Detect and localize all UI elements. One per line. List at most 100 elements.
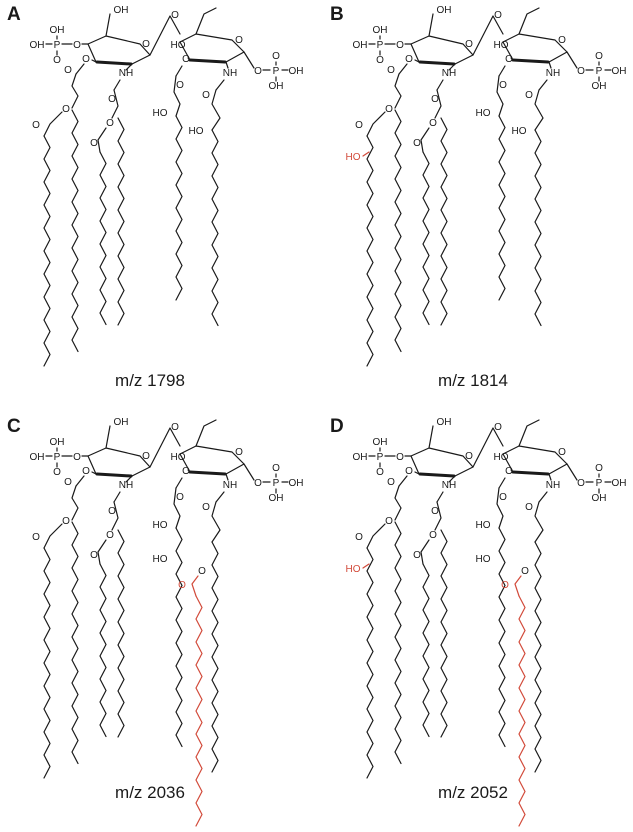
phosphorus-left: P	[54, 452, 61, 463]
phosphate-bonds-right	[243, 51, 289, 82]
ester-link-1	[75, 59, 97, 75]
ester-link-1	[398, 471, 420, 487]
phosphate-o-label: O	[53, 467, 61, 478]
acyloxy-o: O	[429, 118, 437, 129]
glycosidic-bond	[472, 427, 504, 468]
ring-oxygen-right: O	[558, 447, 566, 458]
glycosidic-bond	[149, 15, 181, 56]
acyl-chain-2	[440, 529, 448, 738]
ring-bold-edge	[418, 60, 456, 66]
phosphate-bonds-left	[45, 35, 89, 56]
phosphate-bonds-right	[243, 463, 289, 494]
carbonyl-o: O	[202, 502, 210, 513]
glycosidic-oxygen: O	[171, 10, 179, 21]
ring-bold-edge	[511, 58, 550, 64]
glycosidic-oxygen: O	[494, 422, 502, 433]
ch2oh-bond-left	[105, 13, 111, 37]
sugar-ring-left	[410, 447, 474, 477]
carbonyl-o: O	[108, 94, 116, 105]
carbonyl-o: O	[431, 94, 439, 105]
secondary-chain-2	[99, 151, 107, 326]
ch2-link-right	[195, 7, 217, 35]
phosphate-oh-label: OH	[269, 81, 284, 92]
ester-oxygen: O	[405, 54, 413, 65]
amide-head-4	[534, 89, 544, 131]
phosphorus-right: P	[273, 66, 280, 77]
panel-label: D	[330, 416, 344, 437]
phosphate-oh-label: OH	[592, 81, 607, 92]
ring-bold-edge	[418, 472, 456, 478]
phosphate-ester-o: O	[577, 66, 585, 77]
acyl-chain-2	[117, 117, 125, 326]
glycosidic-oxygen: O	[171, 422, 179, 433]
ring-oxygen-right: O	[235, 447, 243, 458]
panel-label: C	[7, 416, 21, 437]
phosphate-oh-label: OH	[353, 40, 368, 51]
ester-link-2	[175, 57, 191, 77]
ester-oxygen: O	[505, 54, 513, 65]
glycosidic-bond	[472, 15, 504, 56]
acyloxy-o: O	[62, 516, 70, 527]
ch2-link-right	[518, 419, 540, 447]
carbonyl-o: O	[525, 502, 533, 513]
mz-label: m/z 1798	[115, 371, 185, 390]
hydroxyl-label: HO	[512, 126, 527, 137]
ring-bold-edge	[95, 60, 133, 66]
phosphate-ester-o: O	[73, 40, 81, 51]
secondary-chain-1	[366, 547, 374, 779]
amide-nh-label: NH	[119, 68, 133, 79]
added-acyloxy-link	[514, 575, 522, 597]
ester-oxygen: O	[82, 466, 90, 477]
acyloxy-link-2	[97, 127, 107, 153]
secondary-chain-1	[43, 547, 51, 779]
hydroxyl-label: HO	[476, 108, 491, 119]
amide-head-4	[211, 89, 221, 131]
hydroxyl-label: HO	[476, 554, 491, 565]
carbonyl-o: O	[355, 532, 363, 543]
ester-link-2	[175, 469, 191, 489]
ring-oxygen-left: O	[465, 451, 473, 462]
acyloxy-link-2	[420, 539, 430, 565]
amide-link-1	[113, 475, 133, 503]
sugar-ring-left	[87, 35, 151, 65]
ch2oh-bond-left	[428, 425, 434, 449]
amide-link-2	[538, 61, 552, 91]
phosphate-bonds-left	[368, 35, 412, 56]
acyloxy-link-2	[420, 127, 430, 153]
secondary-chain-1	[366, 135, 374, 367]
carbonyl-o: O	[355, 120, 363, 131]
added-hydroxyl-bond	[362, 151, 370, 157]
added-acyloxy-link	[191, 575, 199, 597]
ring-oxygen-left: O	[142, 39, 150, 50]
sugar-ring-left	[410, 35, 474, 65]
phosphorus-left: P	[54, 40, 61, 51]
amide-nh-label: NH	[546, 480, 560, 491]
acyl-chain-4	[534, 129, 542, 327]
ester-oxygen: O	[182, 54, 190, 65]
amide-link-1	[436, 63, 456, 91]
ester-oxygen: O	[182, 466, 190, 477]
carbonyl-o: O	[176, 80, 184, 91]
ring-oxygen-right: O	[558, 35, 566, 46]
amide-head-4	[534, 501, 544, 543]
ring-bold-edge	[511, 470, 550, 476]
mz-label: m/z 2036	[115, 783, 185, 802]
hydroxyl-label: HO	[189, 126, 204, 137]
phosphorus-right: P	[596, 478, 603, 489]
added-hydroxyl-label: HO	[346, 564, 361, 575]
hydroxyl-label: HO	[494, 40, 509, 51]
amide-link-1	[436, 475, 456, 503]
ring-oxygen-left: O	[142, 451, 150, 462]
mz-label: m/z 1814	[438, 371, 508, 390]
acyl-head-1	[394, 73, 402, 109]
phosphate-o-label: O	[272, 463, 280, 474]
phosphate-o-label: O	[595, 463, 603, 474]
ring-bold-edge	[188, 470, 227, 476]
phosphate-ester-o: O	[396, 452, 404, 463]
carbonyl-o: O	[413, 550, 421, 561]
amide-nh-label: NH	[546, 68, 560, 79]
carbonyl-o: O	[202, 90, 210, 101]
acyloxy-o: O	[385, 104, 393, 115]
